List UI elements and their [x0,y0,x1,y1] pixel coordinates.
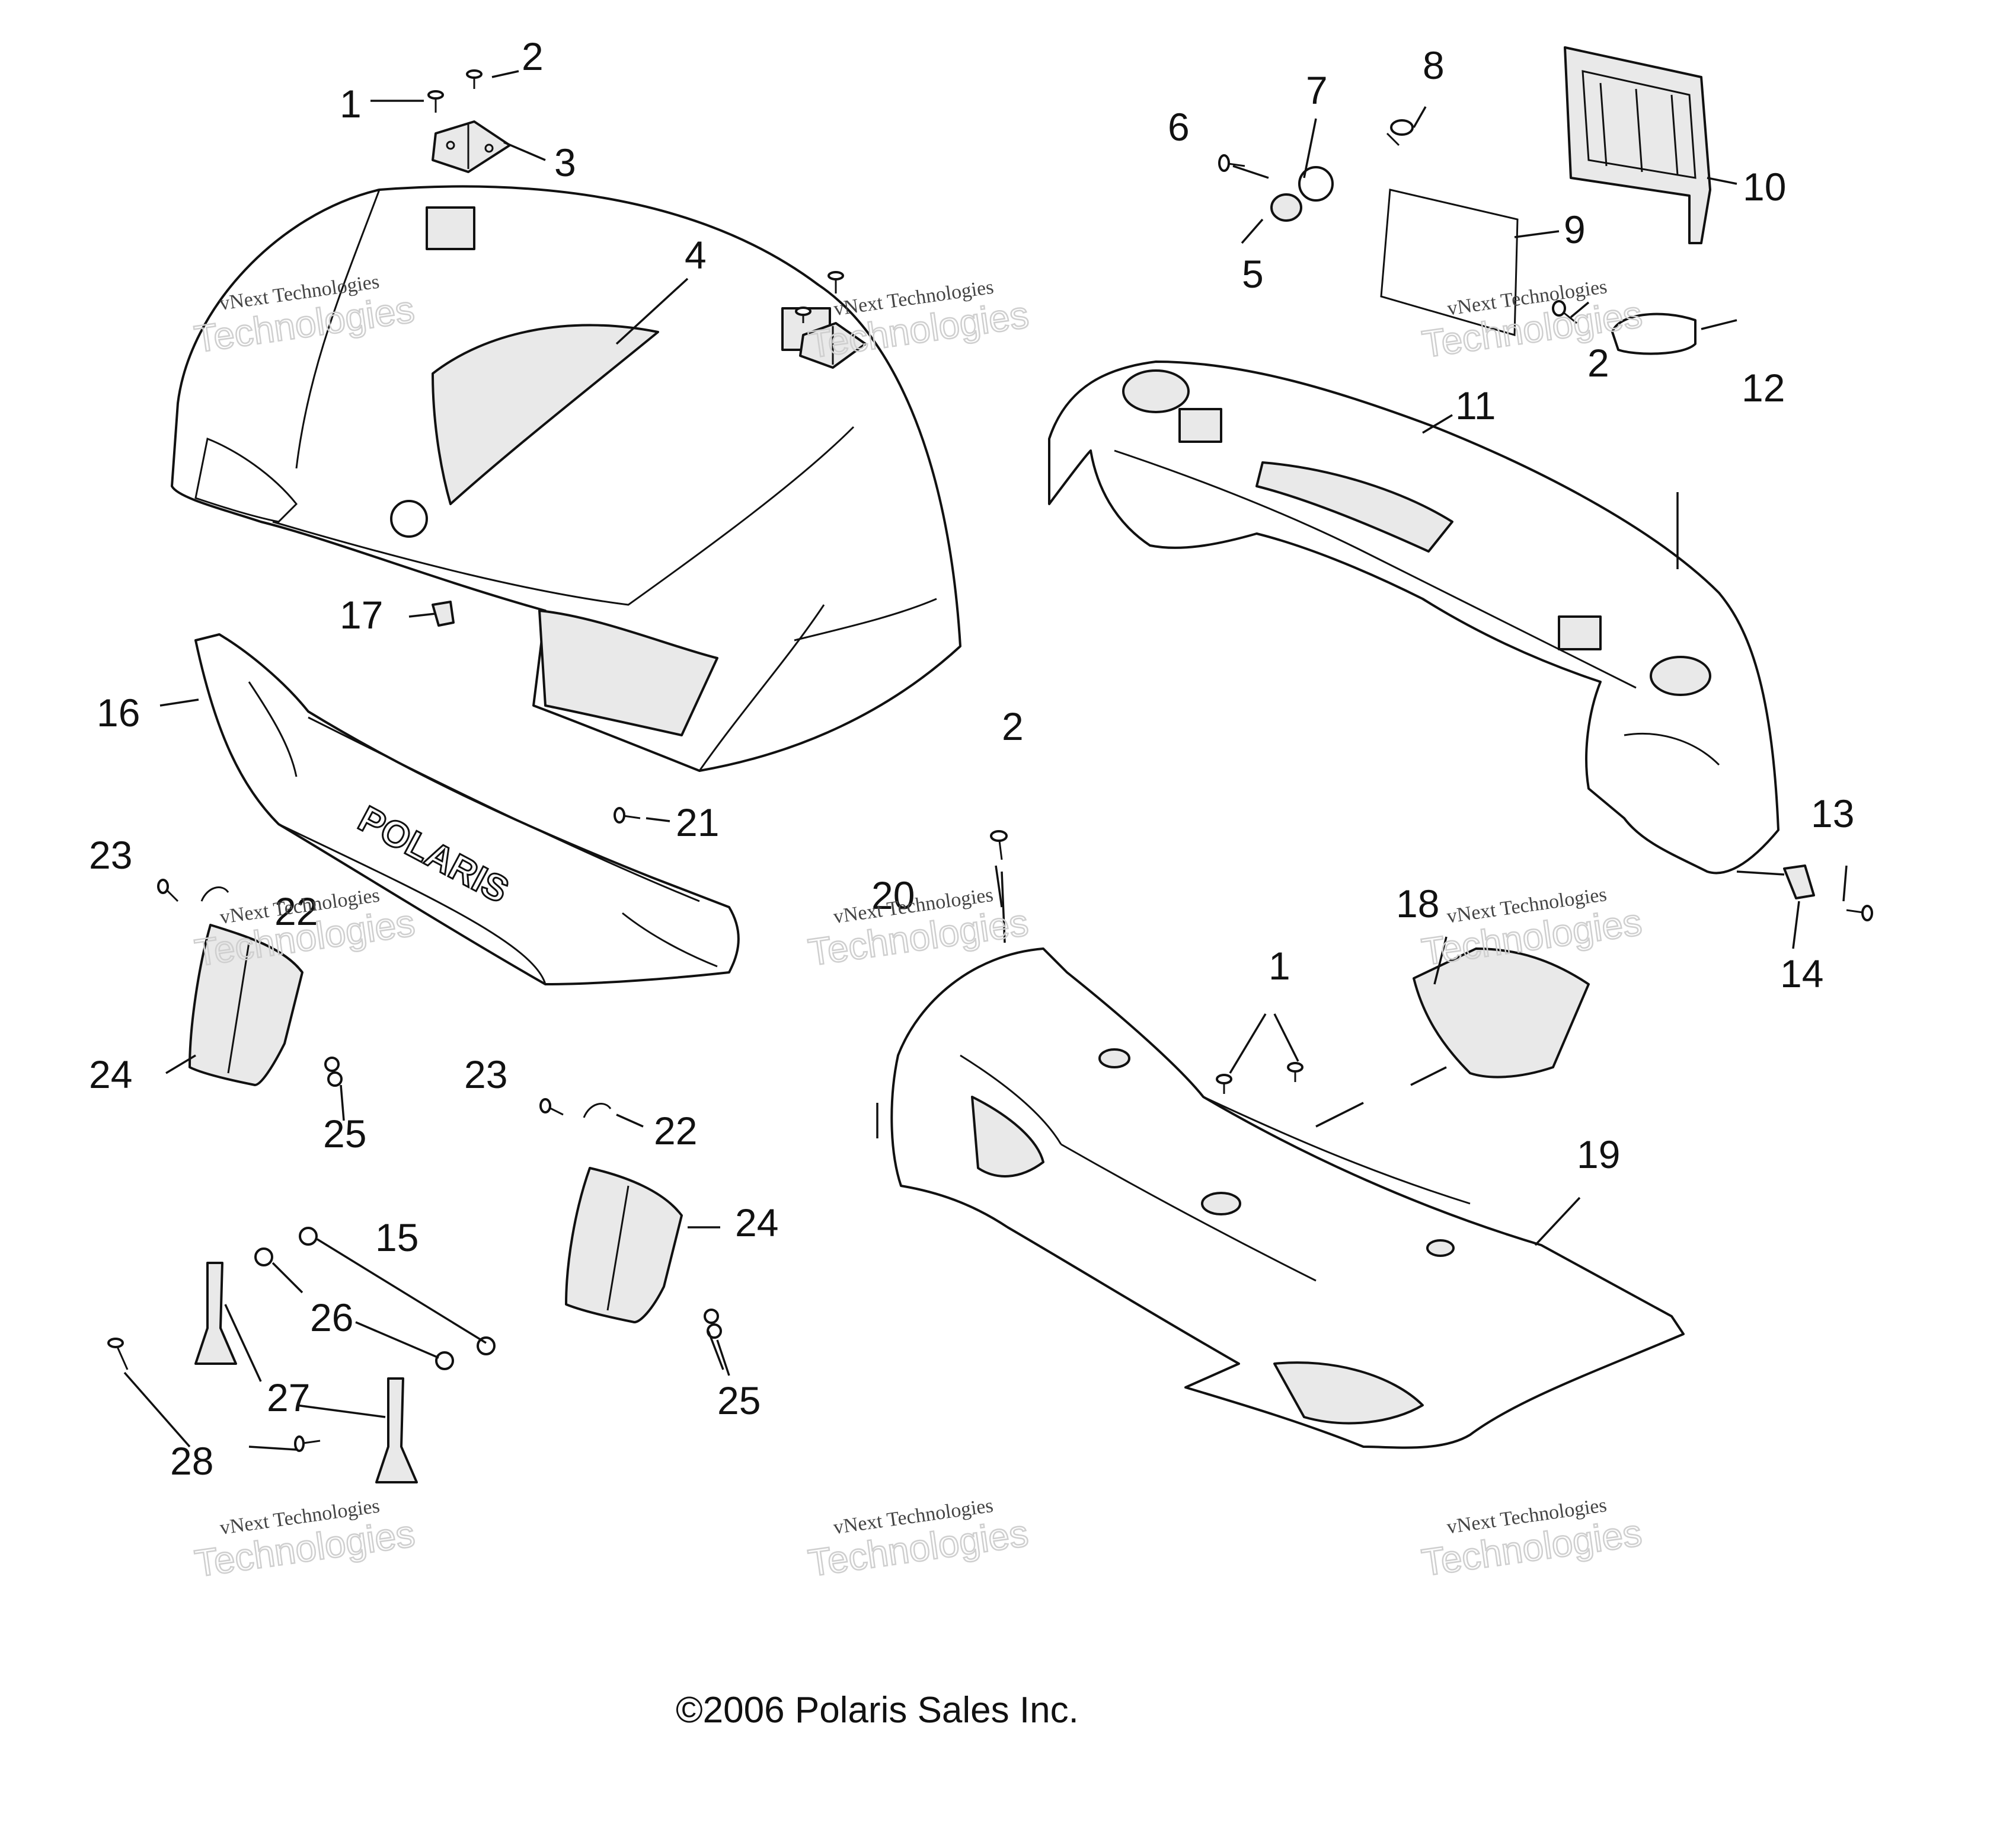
callout-label: 25 [323,1112,366,1156]
latch-part [1218,119,1414,222]
callout-label: 19 [1577,1132,1620,1176]
callout-label: 3 [554,141,576,184]
callout-label: 20 [871,873,915,917]
callout-labels: 1 2 3 4 5 6 7 8 9 10 11 2 12 17 16 21 2 … [89,34,1854,1483]
callout-label: 12 [1742,366,1785,410]
floor-cover-part [1413,947,1590,1078]
hinge-part [432,120,511,173]
watermark: vNext Technologies Technologies [1418,276,1645,366]
front-panel-part [194,633,740,985]
copyright-text: ©2006 Polaris Sales Inc. [676,1690,1079,1731]
leader-lines [123,70,1848,1451]
callout-label: 10 [1743,165,1786,209]
callout-label: 8 [1423,43,1445,87]
callout-label: 2 [1587,341,1609,385]
callout-label: 7 [1306,68,1328,112]
callout-label: 22 [654,1109,697,1153]
headlight-part [565,1167,683,1323]
callout-label: 24 [89,1052,132,1096]
callout-label: 5 [1242,252,1264,296]
watermark: vNext Technologies Technologies [191,1495,418,1585]
callout-label: 13 [1811,792,1854,835]
watermark: vNext Technologies Technologies [1418,1494,1645,1585]
bracket-part [1783,864,1815,899]
cupholder-insert-part [1611,312,1696,355]
clip-part [432,601,455,627]
callout-label: 17 [340,593,383,637]
callout-label: 23 [464,1052,507,1096]
callout-label: 16 [97,691,140,735]
callout-label: 22 [274,889,318,933]
callout-label: 15 [375,1215,418,1259]
callout-label: 6 [1168,105,1190,149]
callout-label: 4 [685,233,707,277]
watermark: vNext Technologies Technologies [805,1495,1031,1585]
callout-label: 21 [676,800,719,844]
screw-part [427,69,844,323]
callout-label: 26 [310,1295,353,1339]
callout-label: 24 [735,1201,778,1245]
hinge-part [799,322,867,369]
callout-label: 2 [1002,704,1024,748]
callout-label: 9 [1564,208,1586,251]
callout-label: 1 [1269,944,1290,988]
callout-label: 2 [522,34,544,78]
glovebox-door-part [1564,46,1711,244]
callout-label: 11 [1455,384,1496,427]
callout-label: 18 [1396,882,1439,926]
callout-label: 28 [170,1439,213,1483]
screw-part [614,807,641,824]
callout-label: 14 [1780,952,1823,995]
fastener-part [107,879,722,1483]
callout-label: 23 [89,833,132,877]
callout-label: 27 [267,1376,310,1419]
seal-part [1380,189,1519,336]
headlight-part [188,924,303,1086]
callout-label: 1 [340,82,362,126]
dash-part [1048,360,1779,875]
watermark: vNext Technologies Technologies [806,276,1032,367]
floor-pan-part [890,947,1685,1449]
callout-label: 25 [717,1379,761,1422]
